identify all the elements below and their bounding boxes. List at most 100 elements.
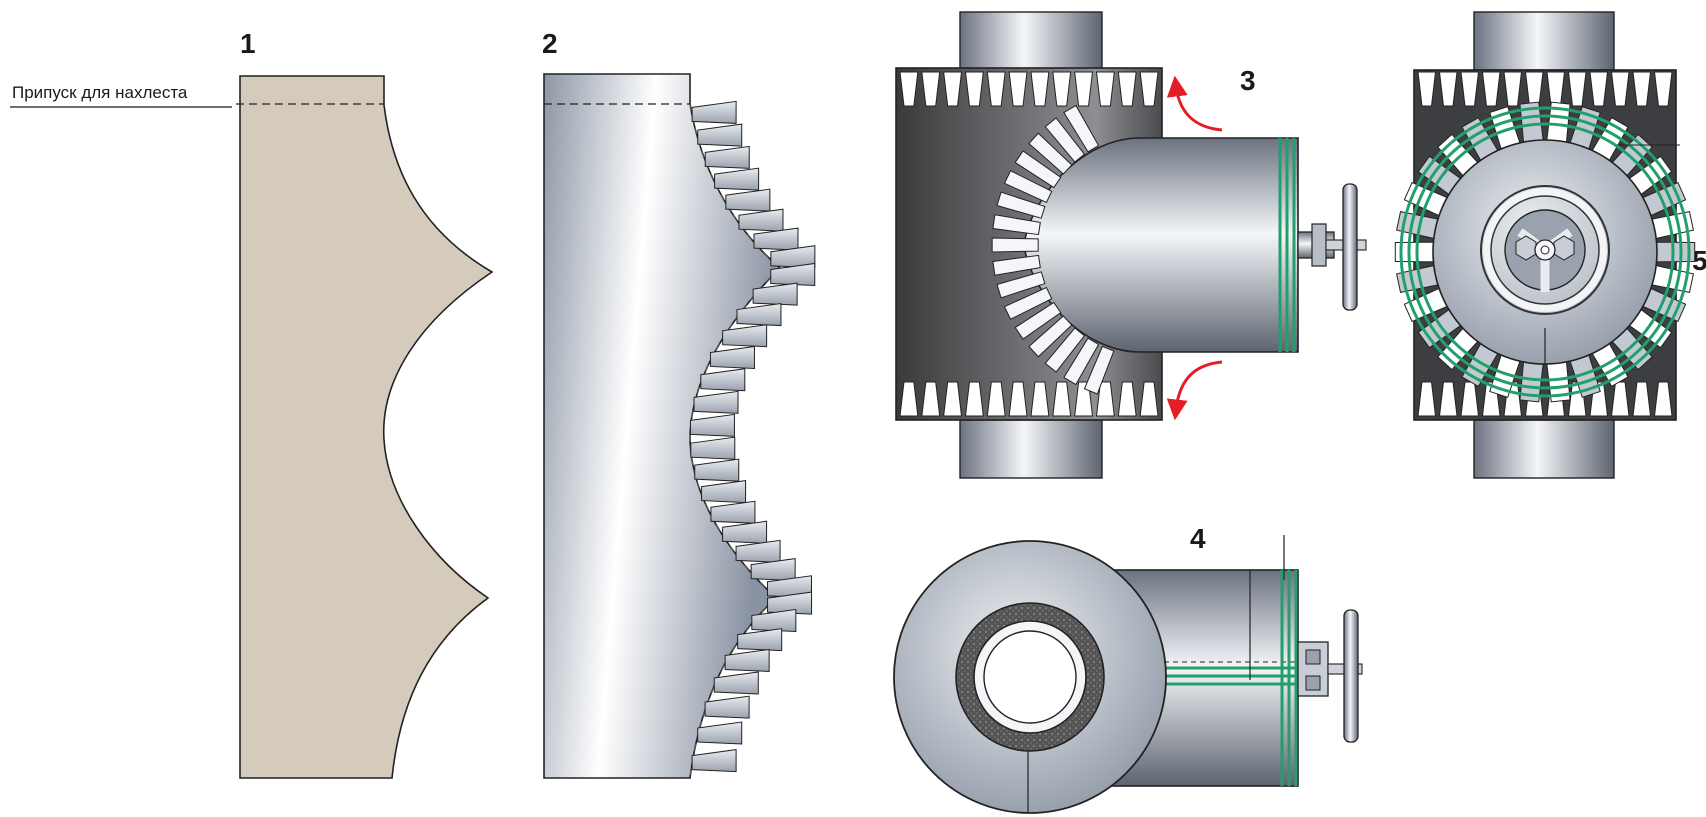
sheet-tooth: [752, 282, 798, 306]
collar-tooth: [964, 381, 984, 417]
fan-tooth: [1063, 104, 1100, 153]
sheet-tooth: [693, 390, 739, 414]
rotation-arrow-top-3: [1166, 75, 1223, 132]
sheet-tooth: [689, 413, 735, 437]
sheet-tooth: [722, 324, 768, 348]
collar-tooth: [1567, 71, 1587, 107]
sheet-tooth: [713, 671, 759, 695]
collar-tooth: [964, 71, 984, 107]
valve-handwheel-4: [1297, 609, 1363, 743]
green-tape-4: [1160, 570, 1298, 786]
green-tape-5: [1399, 106, 1691, 398]
collar-tooth: [1653, 71, 1673, 107]
collar-tooth: [1117, 381, 1137, 417]
fan-tooth: [1044, 117, 1086, 163]
sheet-tooth: [700, 368, 746, 392]
sheet-tooth: [770, 262, 816, 287]
collar-tooth: [1139, 381, 1159, 417]
sheet-tooth: [709, 345, 755, 369]
collar-tooth: [1417, 381, 1437, 417]
fan-tooth: [996, 271, 1046, 299]
collar-tooth: [1589, 71, 1609, 107]
sheet-tooth: [750, 558, 796, 582]
collar-tooth: [921, 71, 941, 107]
sheet-tooth: [701, 479, 747, 504]
sheet-tooth: [710, 500, 756, 524]
sheet-tooth: [714, 167, 760, 191]
sheet-tooth: [736, 302, 782, 327]
valve-handwheel-3: [1297, 183, 1367, 311]
fan-tooth: [1028, 132, 1073, 175]
pipe-stub-bottom-5: [1473, 419, 1615, 479]
valve-handwheel-5: [1480, 185, 1610, 315]
fan-tooth: [1003, 286, 1053, 320]
collar-tooth: [1139, 71, 1159, 107]
fan-tooth: [1028, 315, 1073, 358]
fan-tooth: [996, 191, 1046, 219]
collar-tooth: [943, 381, 963, 417]
step-number-3: 3: [1240, 65, 1256, 96]
collar-tooth: [899, 381, 919, 417]
fan-tooth: [1044, 327, 1086, 373]
sheet-tooth: [738, 208, 784, 232]
collar-tooth: [943, 71, 963, 107]
collar-teeth-bottom-5: [1417, 381, 1673, 417]
fan-tooth: [1063, 337, 1100, 386]
fan-tooth: [1083, 345, 1115, 395]
collar-tooth: [1095, 71, 1115, 107]
sheet-tooth: [737, 628, 783, 652]
collar-tooth: [921, 381, 941, 417]
step-number-5: 5: [1692, 245, 1706, 276]
collar-tooth: [986, 381, 1006, 417]
collar-teeth-top-5: [1417, 71, 1673, 107]
fan-tooth: [1003, 170, 1053, 204]
collar-tooth: [1030, 381, 1050, 417]
branch-fan-teeth-3: [991, 104, 1115, 395]
collar-tooth: [1460, 71, 1480, 107]
collar-tooth: [1503, 71, 1523, 107]
collar-tooth: [1052, 381, 1072, 417]
step-number-1: 1: [240, 28, 256, 59]
step-number-2: 2: [542, 28, 558, 59]
pipe-stub-top-3: [959, 11, 1103, 71]
sheet-tooth: [753, 227, 799, 251]
step-number-4: 4: [1190, 523, 1206, 554]
sheet-tooth: [691, 100, 737, 124]
collar-tooth: [899, 71, 919, 107]
fan-tooth: [1014, 301, 1062, 340]
overlap-allowance-label: Припуск для нахлеста: [12, 83, 188, 102]
collar-tooth: [1052, 71, 1072, 107]
collar-tooth: [986, 71, 1006, 107]
collar-tooth: [1030, 71, 1050, 107]
collar-tooth: [1417, 71, 1437, 107]
collar-tooth: [1610, 71, 1630, 107]
fan-tooth: [1014, 150, 1062, 189]
fan-tooth: [991, 237, 1039, 253]
collar-tooth: [1653, 381, 1673, 417]
sheet-tooth: [767, 591, 813, 615]
sheet-tooth: [691, 749, 737, 773]
collar-tooth: [1438, 381, 1458, 417]
collar-tooth: [1632, 71, 1652, 107]
collar-tooth: [1438, 71, 1458, 107]
sheet-tooth: [697, 721, 743, 745]
sheet-tooth: [704, 145, 750, 169]
collar-tooth: [1117, 71, 1137, 107]
sheet-tooth: [751, 608, 797, 633]
collar-tooth: [1095, 381, 1115, 417]
rotation-arrow-bottom-3: [1166, 360, 1223, 421]
sheet-tooth: [735, 539, 781, 563]
pipe-stub-bottom-3: [959, 419, 1103, 479]
collar-teeth-bottom-3: [899, 381, 1159, 417]
collar-tooth: [1008, 71, 1028, 107]
pipe-bore-inner-4: [983, 630, 1077, 724]
sheet-tooth: [704, 695, 750, 719]
collar-tooth: [1610, 381, 1630, 417]
pipe-stub-top-5: [1473, 11, 1615, 71]
collar-tooth: [1008, 381, 1028, 417]
green-tape-3: [1278, 138, 1296, 352]
sheet-tooth: [725, 188, 771, 212]
pattern-sheet-1: [239, 75, 494, 779]
sheet-tooth: [724, 648, 770, 672]
collar-tooth: [1481, 71, 1501, 107]
